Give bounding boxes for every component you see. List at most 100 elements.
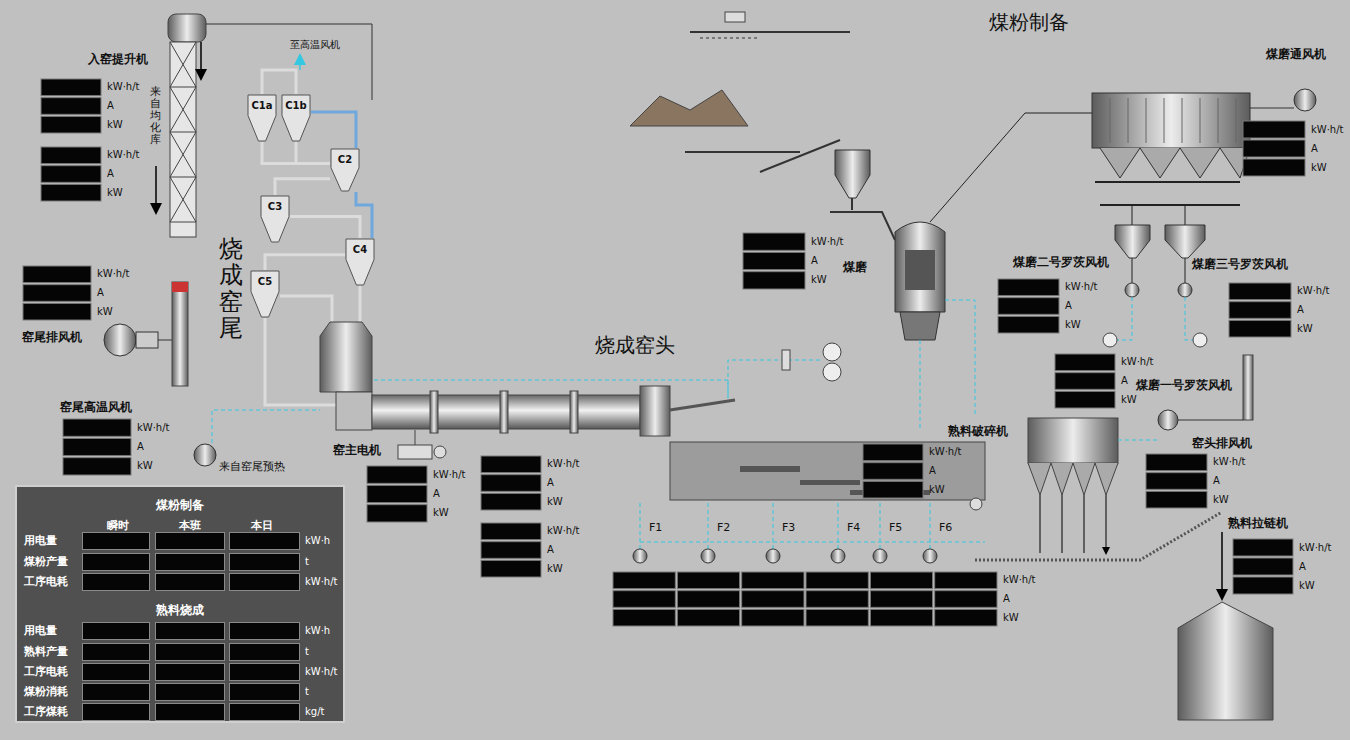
roots-blower: [1125, 283, 1139, 297]
table-label: 工序煤耗: [24, 706, 68, 719]
equipment-label: 入窑提升机: [88, 53, 148, 67]
table-cell: [229, 573, 300, 591]
unit-label: kW: [1121, 394, 1137, 406]
fan-symbol: [1158, 410, 1178, 430]
equipment-label: 煤磨通风机: [1266, 48, 1326, 62]
unit-label: A: [1121, 375, 1128, 387]
chimney: [1243, 355, 1253, 420]
calciner: [320, 322, 372, 392]
unit-label: kW: [107, 119, 123, 131]
value-box: [677, 591, 739, 608]
value-box: [481, 542, 541, 559]
fan-symbol: [104, 324, 136, 356]
table-label: 瞬时: [107, 520, 129, 533]
signal-line: [920, 340, 921, 430]
table-label: 煤粉产量: [24, 556, 68, 569]
equipment-label: 煤磨三号罗茨风机: [1192, 258, 1288, 272]
table-cell: [229, 663, 300, 681]
unit-label: kW·h/t: [811, 236, 844, 248]
table-cell: [155, 703, 225, 721]
signal-line: [212, 410, 320, 443]
value-box: [935, 609, 997, 626]
value-box: [998, 298, 1059, 315]
flow-arrow: [1221, 532, 1223, 598]
value-box: [481, 560, 541, 577]
valve-symbol: [782, 350, 790, 370]
table-cell: [155, 553, 225, 571]
cyclone-label: C1b: [285, 100, 306, 111]
value-box: [367, 505, 427, 522]
table-cell: [82, 573, 150, 591]
equipment-label: 窑主电机: [333, 444, 381, 458]
equipment-label: 来自均化库: [150, 86, 161, 146]
chimney-band: [172, 282, 188, 292]
value-box: [1055, 391, 1115, 408]
pipe-connector: [296, 142, 330, 163]
kiln-inlet: [336, 392, 372, 430]
value-box: [935, 591, 997, 608]
unit-label: t: [305, 556, 309, 568]
pipe-connector: [262, 142, 330, 163]
chimney: [172, 282, 188, 386]
diagram-title: 煤粉制备: [989, 9, 1069, 36]
value-box: [41, 184, 101, 201]
value-box: [1146, 454, 1207, 471]
cyclone-node: C4: [345, 238, 375, 286]
fan-symbol: [923, 549, 937, 563]
duct: [158, 340, 172, 341]
cyclone-node: C3: [260, 195, 290, 243]
unit-label: kW: [1003, 612, 1019, 624]
unit-label: A: [107, 100, 114, 112]
unit-label: A: [1213, 475, 1220, 487]
value-box: [367, 466, 427, 483]
blower-symbol: [823, 343, 841, 361]
cyclone-body: [248, 95, 276, 141]
unit-label: t: [305, 646, 309, 658]
equipment-label: F6: [939, 522, 952, 535]
table-cell: [155, 532, 225, 550]
table-cell: [229, 532, 300, 550]
cyclone-label: C1a: [251, 100, 272, 111]
table-cell: [82, 532, 150, 550]
value-box: [677, 609, 739, 626]
panel-heading: 煤粉制备: [17, 497, 343, 514]
value-box: [935, 572, 997, 589]
pipe-connector: [265, 255, 345, 270]
value-box: [1229, 283, 1291, 300]
unit-label: kW·h/t: [547, 459, 580, 471]
signal-line: [728, 360, 822, 398]
unit-label: kW·h/t: [107, 82, 140, 94]
value-box: [1243, 140, 1305, 157]
unit-label: kW: [929, 484, 945, 496]
unit-label: kW: [1065, 319, 1081, 331]
unit-label: kW: [547, 563, 563, 575]
equipment-label: 窑尾排风机: [22, 331, 82, 345]
crusher-symbol: [970, 498, 982, 510]
table-cell: [229, 643, 300, 661]
blower-symbol: [823, 363, 841, 381]
kiln-tyre: [500, 391, 508, 433]
unit-label: kW·h/t: [97, 269, 130, 281]
unit-label: kW·h/t: [107, 150, 140, 162]
coal-mill: [895, 222, 945, 312]
unit-label: t: [305, 686, 309, 698]
air-line: [1117, 297, 1193, 340]
duct: [1178, 420, 1243, 421]
table-cell: [229, 553, 300, 571]
value-box: [870, 572, 932, 589]
flow-arrow: [299, 56, 301, 70]
fan-symbol: [701, 549, 715, 563]
cyclone-body: [346, 239, 374, 285]
motor-symbol: [398, 445, 432, 459]
unit-label: kW·h/t: [1003, 575, 1036, 587]
filter-hopper: [1100, 148, 1250, 178]
cyclone-label: C4: [353, 244, 367, 255]
air-line: [640, 500, 930, 549]
unit-label: A: [547, 544, 554, 556]
value-box: [1243, 159, 1305, 176]
signal-line: [1118, 440, 1158, 441]
value-box: [743, 272, 805, 289]
unit-label: A: [929, 465, 936, 477]
motor-symbol: [434, 446, 446, 458]
kiln-tyre: [430, 391, 438, 433]
